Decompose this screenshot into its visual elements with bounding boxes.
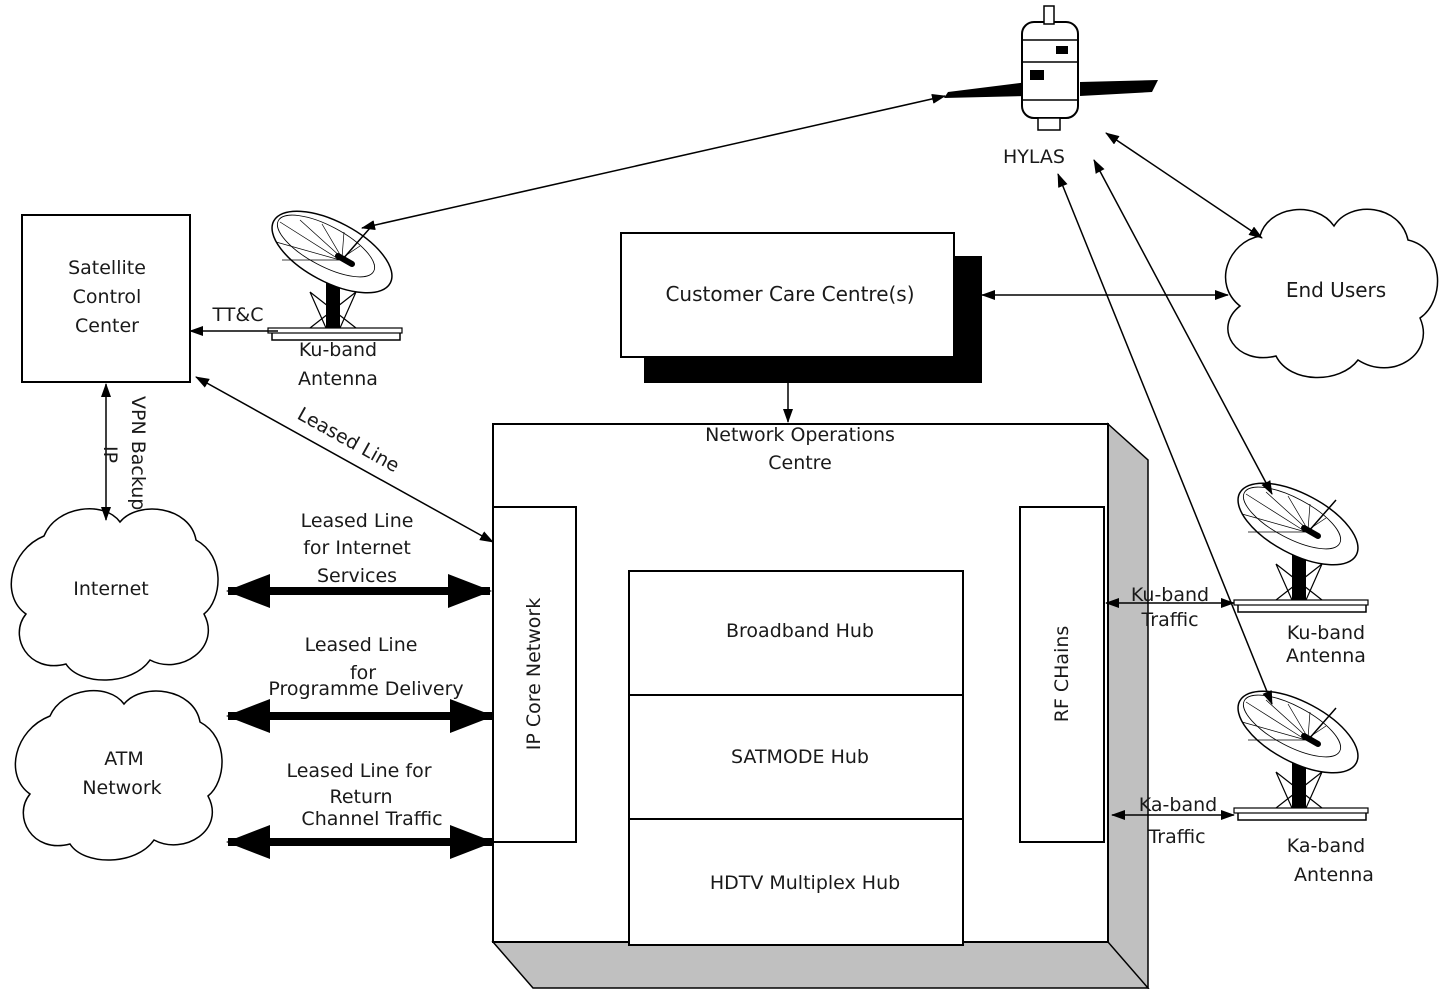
solar-panel-right [1080, 80, 1158, 96]
ka-antenna-right-label-2: Antenna [1294, 864, 1374, 886]
hdtv-hub-label: HDTV Multiplex Hub [710, 872, 900, 894]
broadband-hub-label: Broadband Hub [726, 620, 874, 642]
solar-panel-left [944, 82, 1028, 98]
noc-side-face [1108, 424, 1148, 988]
ku-antenna-right-label-1: Ku-band [1287, 622, 1365, 644]
ka-antenna-right-icon [1226, 675, 1371, 820]
atm-label-2: Network [82, 777, 161, 799]
ttc-label: TT&C [212, 304, 264, 326]
ka-antenna-right-label-1: Ka-band [1287, 835, 1365, 857]
ip-core-network-label: IP Core Network [523, 598, 545, 750]
internet-link-label-2: for Internet [303, 537, 411, 559]
ku-antenna-right-icon [1226, 467, 1371, 612]
satmode-hub-label: SATMODE Hub [731, 746, 869, 768]
return-link-label-2: Return [329, 786, 392, 808]
programme-link-label-1: Leased Line [305, 634, 418, 656]
noc-label-2: Centre [768, 452, 832, 474]
ku-traffic-label-1: Ku-band [1131, 584, 1209, 606]
return-link-label-3: Channel Traffic [301, 808, 442, 830]
hylas-satellite [944, 6, 1158, 130]
customer-care-label: Customer Care Centre(s) [665, 282, 914, 306]
atm-label-1: ATM [104, 748, 144, 770]
ku-antenna-left-icon [260, 195, 405, 340]
atm-network-cloud [15, 691, 222, 860]
noc-bottom-face [493, 942, 1148, 988]
satellite-control-label-3: Center [75, 315, 139, 337]
ku-antenna-left-label-2: Antenna [298, 368, 378, 390]
satellite-control-label-1: Satellite [68, 257, 146, 279]
ku-traffic-label-2: Traffic [1140, 609, 1198, 631]
ka-traffic-label-1: Ka-band [1139, 794, 1217, 816]
end-users-label: End Users [1286, 278, 1386, 302]
vpn-backup-label: VPN Backup [127, 396, 149, 510]
ku-antenna-left-label-1: Ku-band [299, 339, 377, 361]
internet-link-label-1: Leased Line [301, 510, 414, 532]
hylas-label: HYLAS [1003, 146, 1065, 168]
rf-chains-label: RF CHains [1051, 626, 1073, 723]
programme-link-label-3: Programme Delivery [268, 678, 463, 700]
ip-label: IP [99, 446, 121, 463]
uplink-ku-left [362, 96, 945, 228]
internet-label: Internet [73, 578, 148, 600]
ku-antenna-right-label-2: Antenna [1286, 645, 1366, 667]
internet-link-label-3: Services [317, 565, 397, 587]
noc-label-1: Network Operations [705, 424, 895, 446]
hylas-endusers-link [1106, 133, 1262, 238]
return-link-label-1: Leased Line for [286, 760, 431, 782]
satellite-control-label-2: Control [73, 286, 142, 308]
ka-traffic-label-2: Traffic [1147, 826, 1205, 848]
